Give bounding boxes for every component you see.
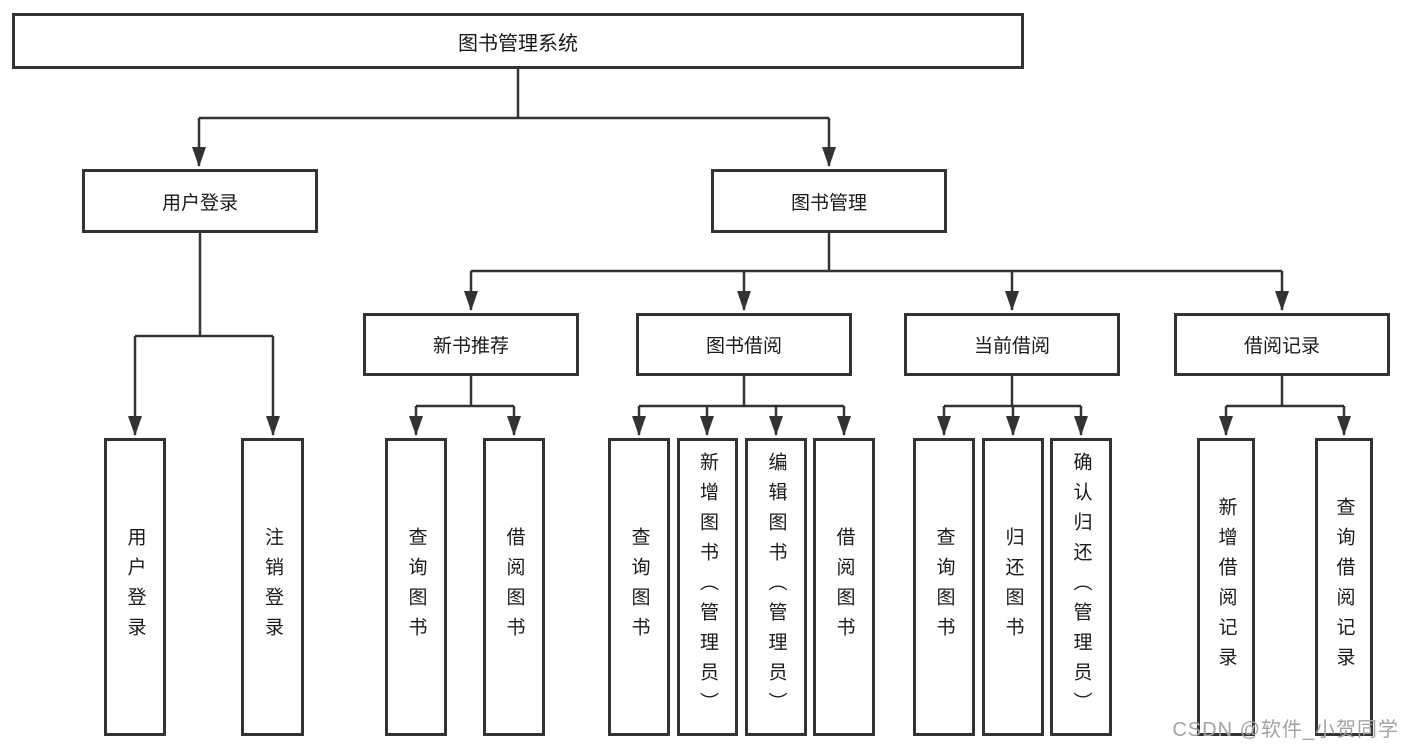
node-new-book-recommendation: 新书推荐: [363, 313, 579, 376]
node-book-borrowing: 图书借阅: [636, 313, 852, 376]
leaf-confirm-return-admin: 确认归还（管理员）: [1050, 438, 1112, 736]
leaf-query-books-recommend: 查询图书: [385, 438, 447, 736]
node-book-management-group: 图书管理: [711, 169, 947, 233]
leaf-logout: 注销登录: [241, 438, 304, 736]
node-user-login-group: 用户登录: [82, 169, 318, 233]
leaf-borrow-books: 借阅图书: [813, 438, 875, 736]
csdn-watermark: CSDN @软件_小贺同学: [1172, 719, 1399, 741]
leaf-add-borrow-record: 新增借阅记录: [1197, 438, 1255, 736]
node-borrowing-records: 借阅记录: [1174, 313, 1390, 376]
leaf-borrow-books-recommend: 借阅图书: [483, 438, 545, 736]
leaf-query-borrow-record: 查询借阅记录: [1315, 438, 1373, 736]
leaf-query-books-current: 查询图书: [913, 438, 975, 736]
leaf-return-books: 归还图书: [982, 438, 1044, 736]
node-current-borrowing: 当前借阅: [904, 313, 1120, 376]
node-system-root: 图书管理系统: [12, 13, 1024, 69]
leaf-query-books-borrowing: 查询图书: [608, 438, 670, 736]
leaf-user-login: 用户登录: [104, 438, 166, 736]
leaf-edit-books-admin: 编辑图书（管理员）: [745, 438, 807, 736]
leaf-add-books-admin: 新增图书（管理员）: [677, 438, 738, 736]
